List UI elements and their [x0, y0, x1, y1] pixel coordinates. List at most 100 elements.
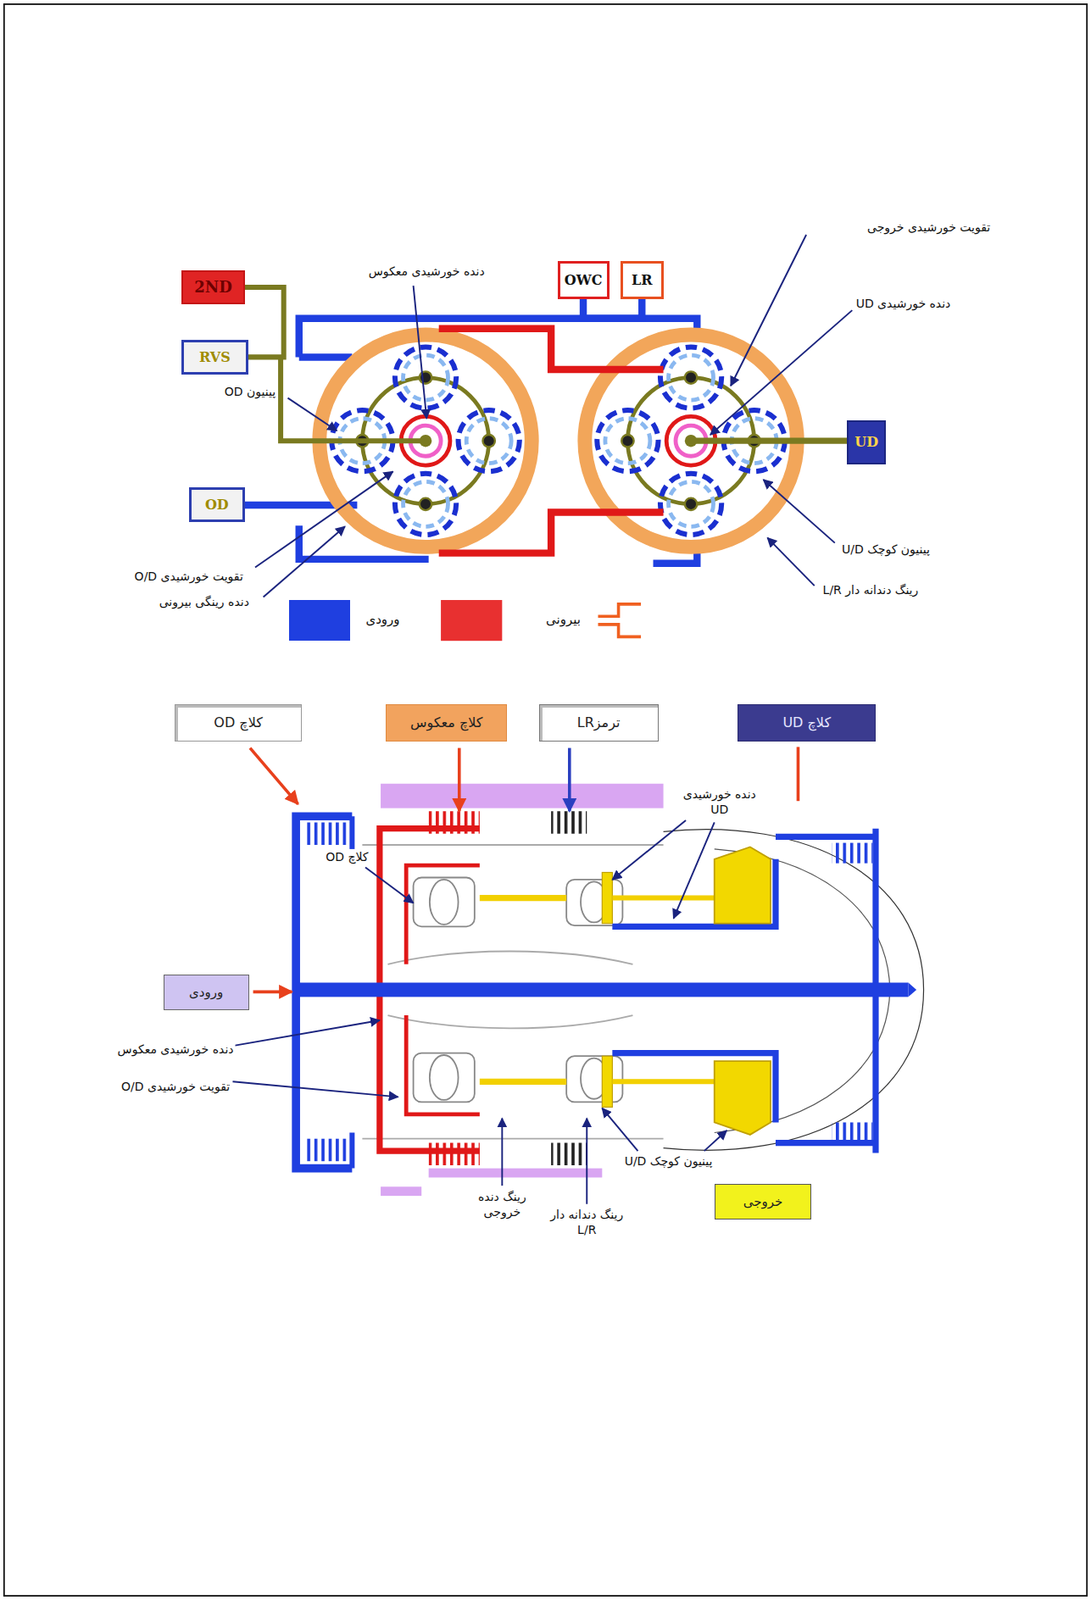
part-label: پینیون کوچک U/D — [623, 1153, 715, 1169]
transmission-section — [601, 1056, 613, 1108]
part-label: پینیون OD — [222, 384, 278, 400]
transmission-section — [601, 872, 613, 924]
leader-arrow — [601, 1108, 638, 1153]
feed-arrow — [457, 748, 462, 813]
part-label: دنده خورشیدی معکوس — [116, 1041, 236, 1058]
box-label: UD — [854, 434, 879, 451]
component-box: کلاچ UD — [737, 704, 876, 743]
planetary-schematic — [280, 356, 426, 441]
component-box: OWC — [557, 261, 610, 300]
box-label: کلاچ OD — [213, 714, 263, 731]
leader-arrow — [704, 1130, 727, 1152]
transmission-section — [306, 1139, 350, 1162]
part-label: رینگ دنده خروجی — [467, 1188, 537, 1220]
transmission-section — [907, 983, 917, 998]
feed-arrow — [250, 748, 299, 805]
leader-arrow — [232, 820, 727, 1205]
component-box: UD — [846, 420, 886, 465]
transmission-section — [429, 879, 459, 925]
transmission-section — [295, 784, 924, 1197]
leader-arrow — [263, 526, 346, 597]
leader-arrow — [612, 820, 686, 880]
part-label: تقویت خورشیدی خروجی — [865, 219, 992, 235]
leader-arrow — [500, 1118, 503, 1186]
box-label: کلاچ UD — [782, 714, 831, 731]
component-box: LR — [620, 261, 664, 300]
component-box: 2ND — [181, 270, 245, 305]
transmission-section — [551, 811, 587, 834]
component-box: کلاچ معکوس — [385, 704, 507, 743]
part-label: رینگ دندانه دار L/R — [821, 582, 921, 598]
transmission-section — [428, 1143, 480, 1166]
leader-arrow — [232, 1081, 398, 1097]
part-label: رینگ دندانه دار L/R — [547, 1207, 627, 1238]
part-label: تقویت خورشیدی O/D — [119, 1079, 232, 1095]
part-label: کلاچ OD — [323, 849, 370, 865]
component-box: ترمزLR — [539, 704, 659, 743]
legend-sample — [440, 600, 641, 641]
box-label: 2ND — [194, 278, 233, 297]
legend-swatch — [289, 600, 351, 641]
feed-arrow — [567, 748, 572, 813]
planetary-schematic — [439, 328, 664, 370]
transmission-section — [413, 1053, 475, 1103]
box-label: ترمزLR — [577, 714, 621, 731]
legend-sample — [440, 600, 502, 641]
transmission-section — [566, 879, 623, 926]
leader-arrow — [673, 822, 715, 919]
transmission-section — [428, 1168, 603, 1179]
component-box: OD — [189, 487, 245, 523]
feed-arrow — [253, 990, 293, 995]
page-frame — [4, 4, 1087, 1597]
box-label: RVS — [199, 349, 231, 366]
component-box: RVS — [181, 339, 248, 375]
transmission-section — [714, 1061, 771, 1136]
planetary-schematic — [244, 318, 847, 564]
component-box: ورودی — [163, 974, 250, 1011]
leader-arrow — [288, 398, 338, 432]
box-label: OWC — [564, 272, 603, 289]
planetary-schematic — [439, 512, 664, 553]
part-label: تقویت خورشیدی O/D — [133, 568, 245, 585]
planetary-schematic — [419, 434, 432, 447]
component-box: کلاچ OD — [174, 704, 302, 743]
feed-arrow — [250, 746, 799, 992]
box-label: خروجی — [743, 1194, 784, 1210]
legend-label: بیرونی — [545, 612, 581, 628]
planetary-schematic — [299, 353, 353, 361]
feed-arrow — [796, 746, 801, 802]
legend-sample — [598, 604, 642, 638]
linkage-line — [244, 287, 284, 357]
leader-arrow — [232, 1020, 379, 1047]
part-label: دنده خورشیدی UD — [854, 295, 953, 311]
leader-arrow — [255, 234, 852, 597]
leader-arrow — [730, 234, 807, 386]
transmission-section — [295, 983, 908, 998]
component-box: خروجی — [714, 1184, 812, 1220]
transmission-section — [413, 877, 475, 927]
leader-arrow — [767, 538, 814, 587]
transmission-section — [551, 1143, 587, 1166]
part-label: دنده رینگی بیرونی — [157, 594, 251, 610]
leader-arrow — [255, 471, 394, 568]
transmission-section — [380, 784, 663, 809]
planetary-schematic — [684, 434, 697, 447]
leader-arrow — [710, 310, 852, 435]
part-label: دنده خورشیدی UD — [678, 786, 762, 818]
box-label: ورودی — [189, 985, 223, 1001]
transmission-section — [429, 1055, 459, 1101]
transmission-section — [831, 843, 873, 864]
box-label: OD — [205, 496, 229, 513]
transmission-section — [714, 846, 771, 924]
leader-arrow — [585, 1118, 588, 1205]
planetary-schematic — [690, 438, 847, 445]
linkage-line — [583, 299, 642, 319]
box-label: کلاچ معکوس — [410, 714, 484, 731]
leader-arrow — [763, 479, 835, 544]
